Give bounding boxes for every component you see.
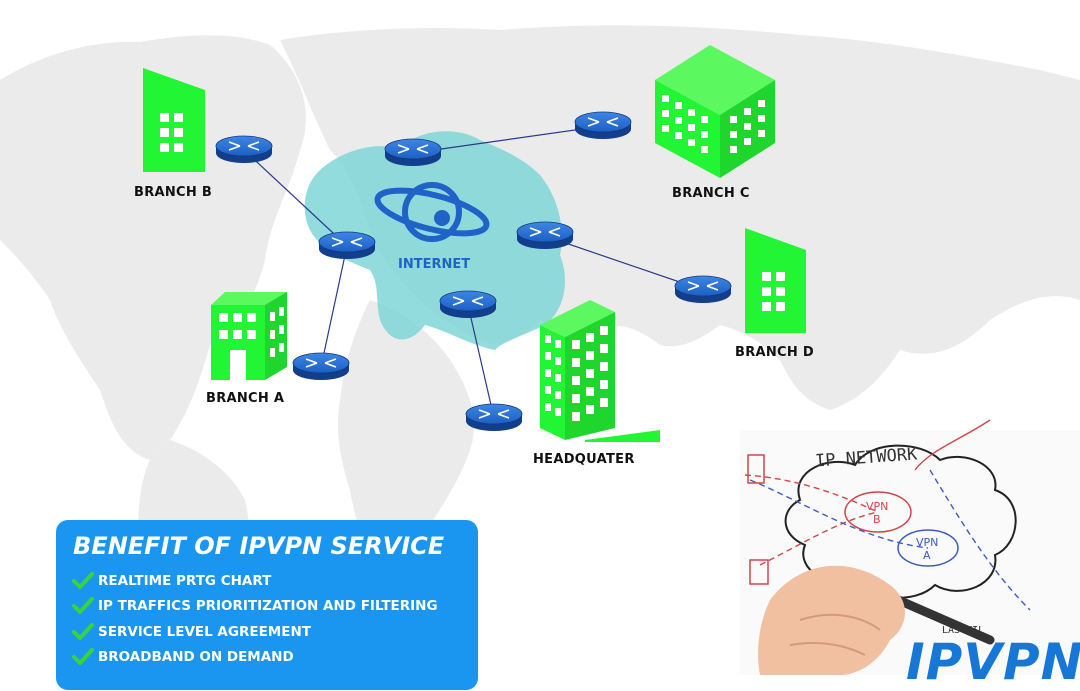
building-branch-c [655, 45, 775, 178]
check-icon [72, 648, 94, 666]
benefit-title: BENEFIT OF IPVPN SERVICE [73, 532, 445, 560]
lastmile-label: LASTMIL [942, 625, 985, 636]
benefit-panel: BENEFIT OF IPVPN SERVICE REALTIME PRTG C… [56, 520, 478, 690]
benefit-item-label: SERVICE LEVEL AGREEMENT [98, 623, 311, 640]
router-branch-a [292, 352, 350, 381]
vpn-a-label-1: VPN [916, 536, 938, 549]
internet-label: INTERNET [398, 257, 471, 272]
vpn-a-label-2: A [923, 549, 931, 562]
branch-d-label: BRANCH D [735, 345, 814, 360]
benefit-item-label: REALTIME PRTG CHART [98, 572, 272, 589]
router-internet-3 [516, 221, 574, 250]
globe-icon [374, 182, 490, 242]
branch-b-label: BRANCH B [134, 185, 213, 200]
benefit-list: REALTIME PRTG CHART IP TRAFFICS PRIORITI… [72, 568, 438, 670]
network-links [243, 125, 704, 419]
ip-network-illustration: VPN B VPN A [740, 419, 1080, 675]
building-branch-b [143, 68, 205, 172]
building-headquarter [540, 300, 660, 442]
branch-c-label: BRANCH C [672, 186, 750, 201]
router-branch-d [674, 275, 732, 304]
benefit-item-label: IP TRAFFICS PRIORITIZATION AND FILTERING [98, 598, 438, 615]
list-item: BROADBAND ON DEMAND [72, 645, 438, 671]
router-internet-2 [318, 231, 376, 260]
router-internet-1 [384, 138, 442, 167]
building-branch-a [211, 292, 287, 380]
router-headquarter [465, 403, 523, 432]
router-internet-4 [439, 290, 497, 319]
ipvpn-brand-logo: IPVPN [906, 633, 1080, 691]
vpn-b-label-1: VPN [866, 500, 888, 513]
vpn-b-cloud [844, 491, 912, 533]
vpn-a-cloud [897, 529, 959, 567]
headquarter-label: HEADQUATER [533, 452, 635, 467]
check-icon [72, 571, 94, 589]
check-icon [72, 597, 94, 615]
network-diagram: VPN B VPN A [0, 25, 1080, 675]
router-branch-b [215, 135, 273, 164]
hand-with-marker [758, 565, 995, 675]
branch-a-label: BRANCH A [206, 391, 285, 406]
benefit-item-label: BROADBAND ON DEMAND [98, 649, 294, 666]
vpn-b-label-2: B [873, 513, 881, 526]
list-item: REALTIME PRTG CHART [72, 568, 438, 594]
building-branch-d [745, 228, 806, 333]
list-item: SERVICE LEVEL AGREEMENT [72, 619, 438, 645]
router-branch-c [574, 111, 632, 140]
check-icon [72, 622, 94, 640]
list-item: IP TRAFFICS PRIORITIZATION AND FILTERING [72, 594, 438, 620]
